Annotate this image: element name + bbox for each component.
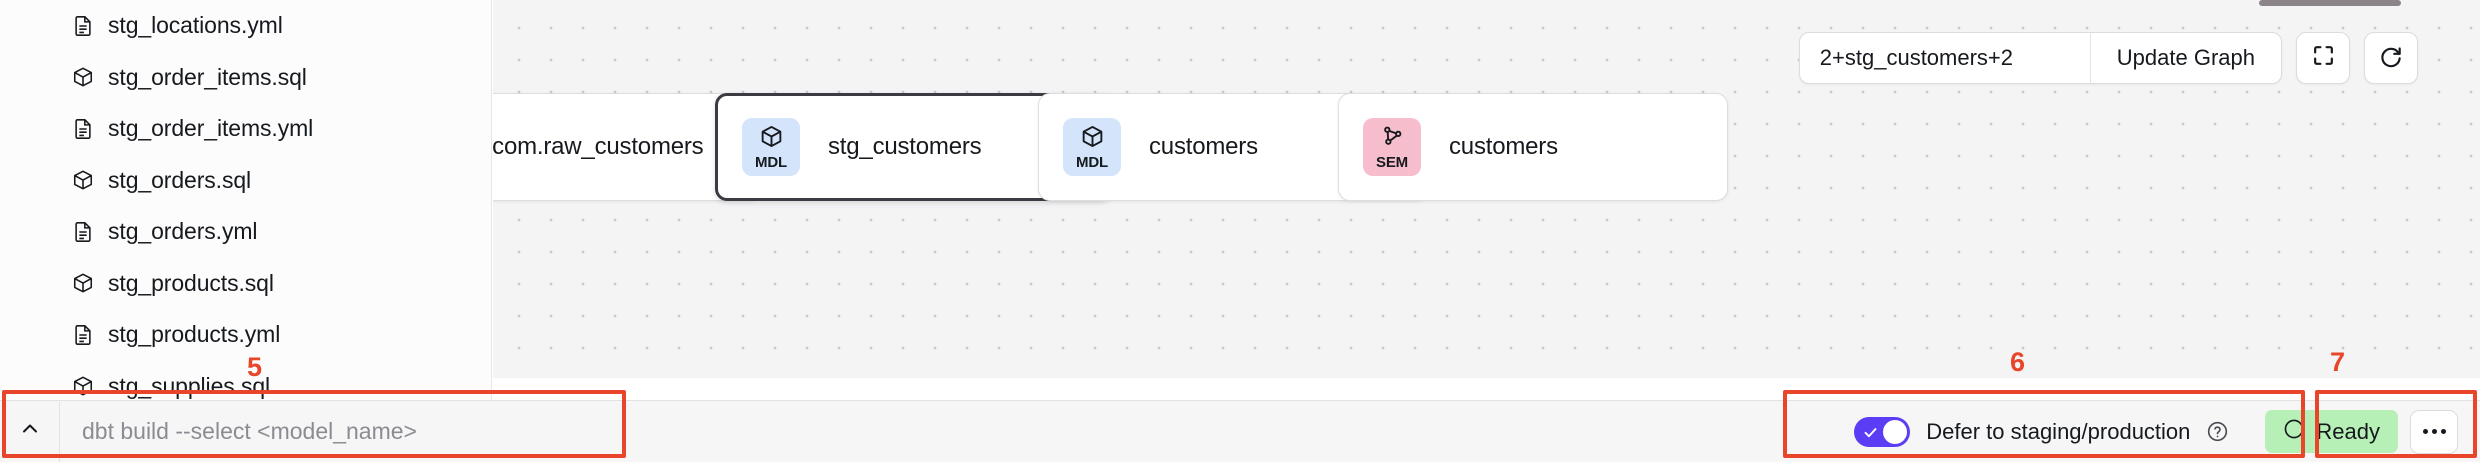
yaml-file-icon	[72, 117, 94, 141]
circle-icon	[2283, 418, 2305, 445]
command-input[interactable]	[60, 418, 620, 445]
file-tree-item[interactable]: stg_locations.yml	[0, 0, 491, 52]
question-circle-icon[interactable]	[2206, 420, 2229, 443]
node-badge-label: MDL	[1076, 154, 1108, 171]
expand-fullscreen-button[interactable]	[2296, 32, 2350, 84]
horizontal-scrollbar[interactable]	[2259, 0, 2401, 6]
file-tree-item[interactable]: stg_supplies.sql	[0, 361, 491, 401]
node-title: stg_customers	[828, 133, 982, 160]
file-name: stg_order_items.yml	[108, 115, 314, 142]
model-cube-icon	[72, 168, 94, 192]
chevron-up-icon	[18, 417, 42, 446]
file-tree-item[interactable]: stg_order_items.yml	[0, 103, 491, 155]
yaml-file-icon	[72, 14, 94, 38]
defer-toggle[interactable]	[1854, 416, 1911, 447]
node-type-badge: MDL	[1063, 118, 1121, 176]
cube-icon	[759, 124, 784, 154]
cube-icon	[1080, 124, 1105, 154]
node-title: customers	[1149, 133, 1258, 160]
more-options-button[interactable]	[2410, 409, 2458, 454]
expand-icon	[2311, 43, 2336, 73]
node-type-badge: MDL	[742, 118, 800, 176]
node-badge-label: MDL	[755, 154, 787, 171]
file-tree-item[interactable]: stg_products.sql	[0, 258, 491, 310]
check-icon	[1863, 425, 1878, 445]
file-name: stg_orders.yml	[108, 218, 258, 245]
status-cluster: Defer to staging/production Ready	[1842, 409, 2480, 454]
file-name: stg_supplies.sql	[108, 372, 271, 399]
file-name: stg_products.yml	[108, 321, 281, 348]
file-tree-item[interactable]: stg_orders.sql	[0, 155, 491, 207]
model-cube-icon	[72, 374, 94, 398]
file-tree-item[interactable]: stg_products.yml	[0, 309, 491, 361]
file-tree-item[interactable]: stg_orders.yml	[0, 206, 491, 258]
file-name: stg_order_items.sql	[108, 63, 307, 90]
update-graph-button[interactable]: Update Graph	[2089, 33, 2281, 83]
status-badge[interactable]: Ready	[2265, 410, 2398, 453]
file-name: stg_locations.yml	[108, 12, 283, 39]
refresh-icon	[2378, 43, 2404, 74]
file-tree-item[interactable]: stg_order_items.sql	[0, 52, 491, 104]
yaml-file-icon	[72, 323, 94, 347]
yaml-file-icon	[72, 220, 94, 244]
graph-node-customers-semantic[interactable]: SEM customers	[1338, 93, 1728, 201]
command-bar-collapse-button[interactable]	[0, 401, 60, 462]
bottom-status-bar: Defer to staging/production Ready	[0, 400, 2480, 462]
ellipsis-icon	[2422, 429, 2446, 434]
file-name: stg_products.sql	[108, 269, 274, 296]
model-cube-icon	[72, 65, 94, 89]
toggle-knob	[1883, 419, 1908, 444]
node-badge-label: SEM	[1376, 154, 1408, 171]
graph-toolbar: Update Graph	[1798, 32, 2418, 84]
file-name: stg_orders.sql	[108, 166, 252, 193]
graph-selector-input[interactable]	[1799, 33, 2090, 83]
node-title: customers	[1449, 133, 1558, 160]
graph-selector-group: Update Graph	[1798, 32, 2282, 84]
refresh-graph-button[interactable]	[2364, 32, 2418, 84]
network-icon	[1380, 124, 1405, 154]
file-tree-panel[interactable]: stg_locations.yml stg_order_items.sql st…	[0, 0, 492, 400]
status-label: Ready	[2316, 418, 2380, 444]
defer-toggle-group: Defer to staging/production	[1842, 411, 2249, 453]
defer-label: Defer to staging/production	[1926, 418, 2191, 444]
lineage-graph-canvas[interactable]: Update Graph	[493, 0, 2480, 378]
node-title: ecom.raw_customers	[493, 133, 704, 160]
node-type-badge: SEM	[1363, 118, 1421, 176]
model-cube-icon	[72, 271, 94, 295]
